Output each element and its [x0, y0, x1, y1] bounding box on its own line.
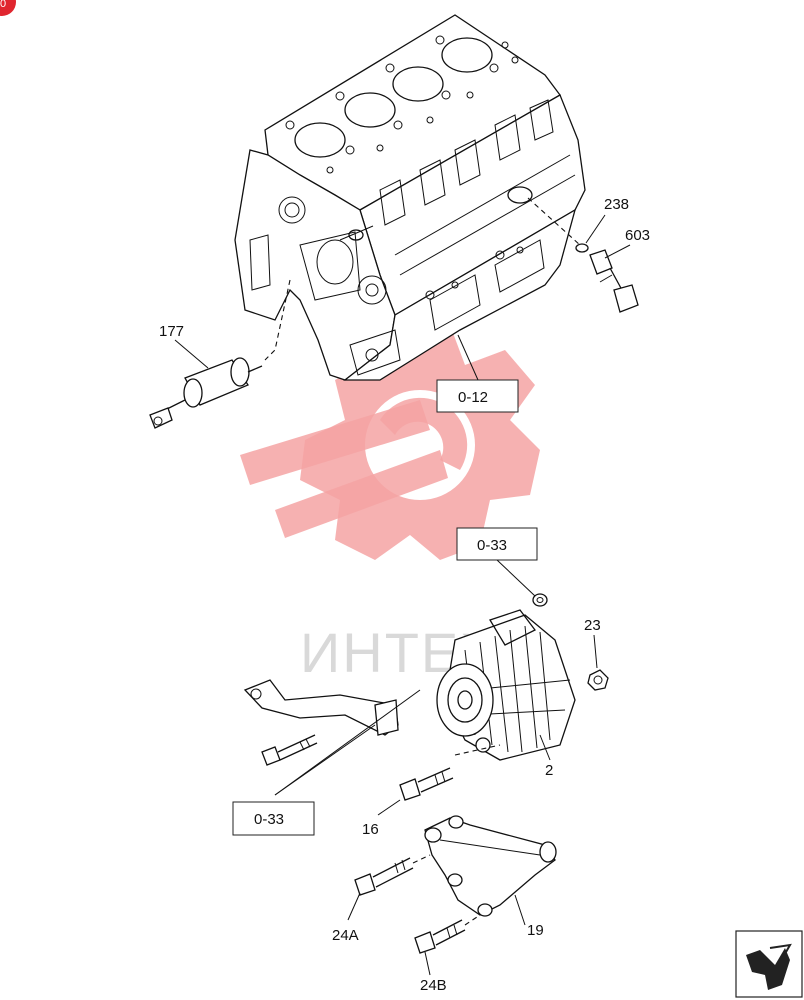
leader-washer [496, 559, 536, 597]
label-177: 177 [159, 323, 184, 340]
label-24a: 24A [332, 927, 359, 944]
part-177-sensor [149, 357, 263, 429]
washer [532, 593, 548, 607]
label-24b: 24B [420, 977, 447, 994]
leader-24b [424, 951, 431, 976]
part-603-switch [589, 249, 639, 313]
part-238-oring [575, 243, 589, 253]
adjusting-bracket [243, 679, 399, 736]
bolt-path [454, 744, 501, 756]
leader-177 [174, 339, 209, 369]
leader-ref-block [457, 334, 479, 381]
leader-2 [539, 734, 551, 761]
part-16-bolt [399, 767, 454, 801]
part-23-nut [587, 669, 609, 691]
label-19: 19 [527, 922, 544, 939]
corner-badge: 0 [0, 0, 16, 16]
leader-ref-bottom-b [274, 724, 376, 796]
label-2: 2 [545, 762, 553, 779]
svg-text:0: 0 [0, 0, 6, 10]
ref-box-block-label: 0-12 [458, 389, 488, 406]
label-16: 16 [362, 821, 379, 838]
next-page-arrow-icon[interactable] [735, 930, 803, 998]
leader-603 [604, 244, 631, 259]
engine-block [234, 14, 586, 381]
ref-box-alternator-bottom[interactable]: 0-33 [232, 801, 315, 836]
label-238: 238 [604, 196, 629, 213]
ref-box-alternator-top[interactable]: 0-33 [456, 527, 538, 561]
ref-box-alternator-top-label: 0-33 [477, 537, 507, 554]
label-23: 23 [584, 617, 601, 634]
leader-23 [593, 634, 598, 669]
leader-24a [347, 892, 361, 921]
ref-box-alternator-bottom-label: 0-33 [254, 811, 284, 828]
part-2-alternator [436, 609, 576, 761]
part-24b-bolt [414, 914, 481, 954]
label-603: 603 [625, 227, 650, 244]
leader-238 [585, 214, 606, 244]
leader-19 [514, 894, 526, 926]
part-19-bracket [424, 815, 557, 917]
leader-16 [377, 799, 401, 816]
ref-box-block[interactable]: 0-12 [436, 379, 519, 413]
bolt-bracket [261, 734, 318, 766]
part-24a-bolt [354, 854, 431, 896]
